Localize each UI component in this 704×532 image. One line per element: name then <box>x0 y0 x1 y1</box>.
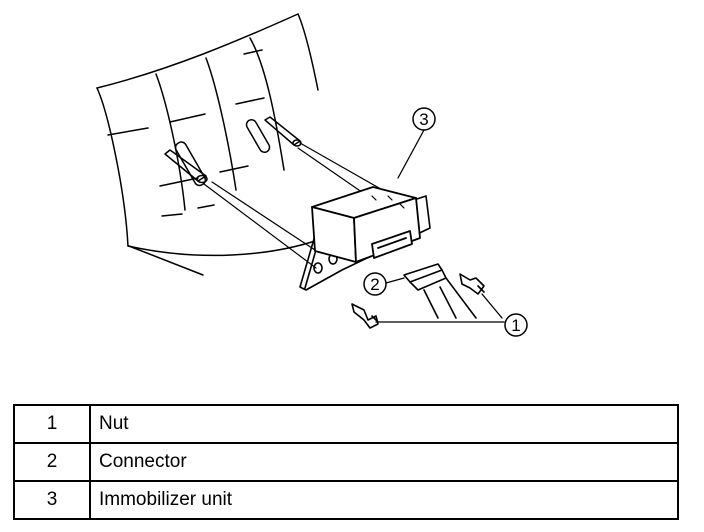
part-number: 2 <box>13 442 91 482</box>
part-description: Nut <box>89 404 679 444</box>
immobilizer-unit <box>311 186 421 263</box>
table-row: 2 Connector <box>13 442 679 482</box>
callout-label: 3 <box>419 110 428 129</box>
part-description: Connector <box>89 442 679 482</box>
part-description: Immobilizer unit <box>89 480 679 520</box>
immobilizer-installation-diagram: 3 2 1 <box>96 13 528 337</box>
part-number: 1 <box>13 404 91 444</box>
callout-leader <box>375 129 505 323</box>
dashboard-panel <box>96 13 319 276</box>
nut <box>351 273 485 329</box>
connector <box>403 263 477 319</box>
callout-label: 2 <box>370 275 379 294</box>
mounting-slot <box>174 118 271 187</box>
callout-3: 3 <box>412 107 436 131</box>
part-number: 3 <box>13 480 91 520</box>
table-row: 1 Nut <box>13 404 679 444</box>
callout-1: 1 <box>504 313 528 337</box>
callout-2: 2 <box>363 272 387 296</box>
parts-legend-table: 1 Nut 2 Connector 3 Immobilizer unit <box>13 404 679 520</box>
callout-label: 1 <box>511 316 520 335</box>
table-row: 3 Immobilizer unit <box>13 480 679 520</box>
